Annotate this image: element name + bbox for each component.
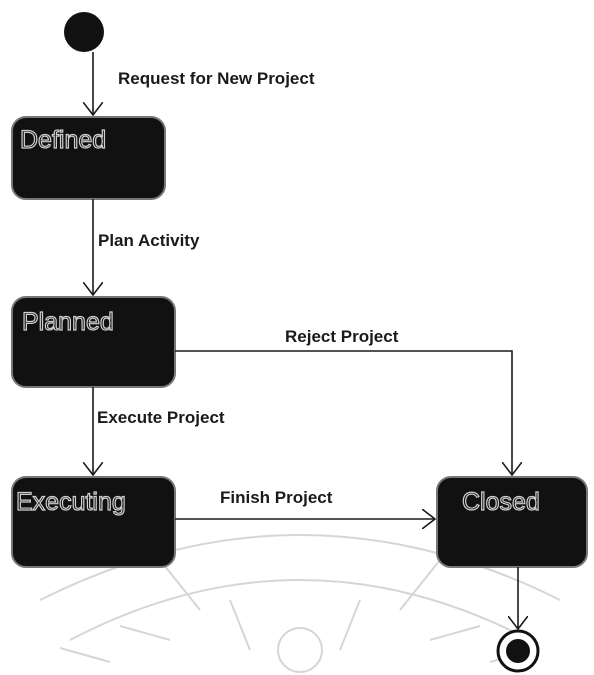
- state-defined: Defined: [11, 116, 166, 200]
- state-executing-label: Executing: [16, 488, 126, 516]
- initial-state: [64, 12, 104, 52]
- transition-reject-arrow: [175, 350, 512, 475]
- transition-finish-label: Finish Project: [220, 488, 333, 507]
- transition-execute-label: Execute Project: [97, 408, 225, 427]
- state-closed-label: Closed: [462, 488, 540, 516]
- final-state: [496, 629, 540, 673]
- watermark-seal: [39, 534, 561, 673]
- state-planned: Planned: [11, 296, 176, 388]
- transition-reject-label: Reject Project: [285, 327, 399, 346]
- transition-plan-label: Plan Activity: [98, 231, 200, 250]
- state-defined-label: Defined: [20, 126, 106, 154]
- transition-request-label: Request for New Project: [118, 69, 315, 88]
- state-executing: Executing: [11, 476, 176, 568]
- state-planned-label: Planned: [22, 308, 114, 336]
- state-closed: Closed: [436, 476, 588, 568]
